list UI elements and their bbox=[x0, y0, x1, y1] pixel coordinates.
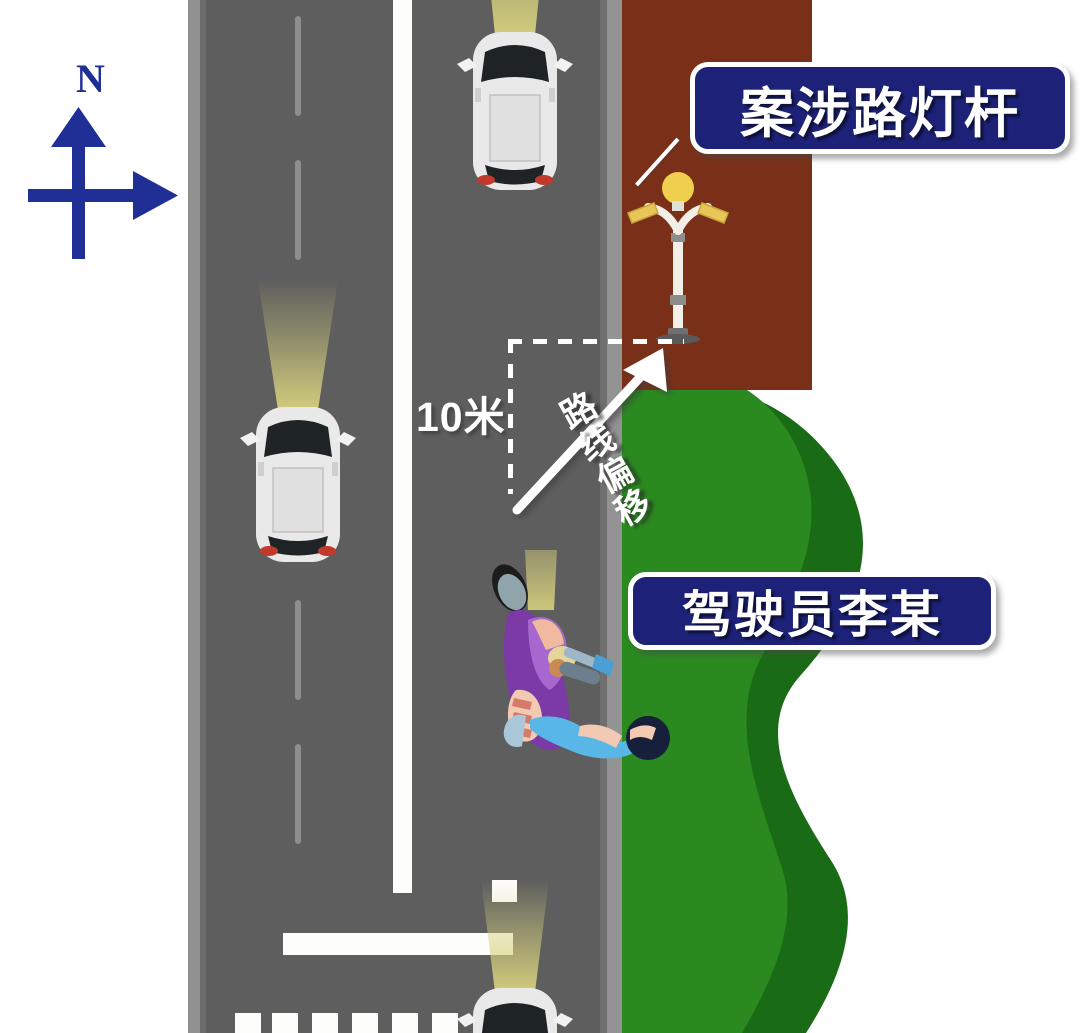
crosswalk-stripe bbox=[392, 1013, 418, 1033]
lane-dash-mark bbox=[295, 600, 301, 700]
car-south-lane-bottom bbox=[457, 880, 573, 1033]
headlight-beam bbox=[481, 880, 549, 992]
rider-figure bbox=[503, 714, 670, 760]
crosswalk-stripe bbox=[312, 1013, 338, 1033]
lamp-heads bbox=[627, 202, 729, 224]
road-edge-right bbox=[600, 0, 607, 1033]
lane-dash-mark bbox=[295, 16, 301, 116]
measurement-dashed-horizontal bbox=[508, 339, 684, 344]
crosswalk-stripe bbox=[272, 1013, 298, 1033]
car-body-top-view bbox=[457, 32, 573, 190]
stop-line bbox=[283, 933, 513, 955]
compass-rose: N bbox=[28, 55, 188, 265]
grass-light-shape bbox=[620, 368, 812, 1033]
north-arrow-icon bbox=[51, 107, 106, 147]
lane-dash-mark bbox=[295, 160, 301, 260]
scooter-handlebar bbox=[549, 647, 614, 685]
car-north-lane-top bbox=[457, 0, 573, 190]
crosswalk-stripe bbox=[352, 1013, 378, 1033]
rider-callout-label: 驾驶员李某 bbox=[682, 587, 942, 643]
fallen-scooter-and-rider bbox=[492, 550, 670, 760]
east-arrow-icon bbox=[133, 171, 178, 220]
headlight-beam bbox=[491, 0, 539, 35]
car-body-top-view bbox=[240, 407, 356, 562]
car-north-lane-middle bbox=[240, 280, 356, 562]
lamp-post-callout-badge[interactable]: 案涉路灯杆 bbox=[690, 62, 1070, 154]
road-edge-left bbox=[200, 0, 206, 1033]
lamp-pole bbox=[656, 227, 700, 344]
compass-arrows bbox=[28, 107, 178, 259]
compass-north-label: N bbox=[76, 56, 105, 101]
lamp-bulb bbox=[662, 172, 694, 204]
street-lamp-post bbox=[627, 172, 729, 344]
crosswalk-stripe bbox=[432, 1013, 458, 1033]
headlight-beam bbox=[258, 280, 338, 410]
car-body-top-view bbox=[457, 988, 573, 1033]
distance-annotation: 10米 bbox=[416, 394, 506, 440]
rider-callout-badge[interactable]: 驾驶员李某 bbox=[628, 572, 996, 650]
route-deviation-arrow bbox=[512, 348, 667, 515]
lane-divider-solid-line bbox=[393, 0, 412, 893]
scooter-headlight-beam bbox=[525, 550, 557, 610]
lamp-post-callout-label: 案涉路灯杆 bbox=[740, 83, 1020, 144]
measurement-dashed-vertical bbox=[508, 339, 513, 494]
crosswalk-stripe bbox=[235, 1013, 261, 1033]
lane-dash-mark bbox=[295, 744, 301, 844]
